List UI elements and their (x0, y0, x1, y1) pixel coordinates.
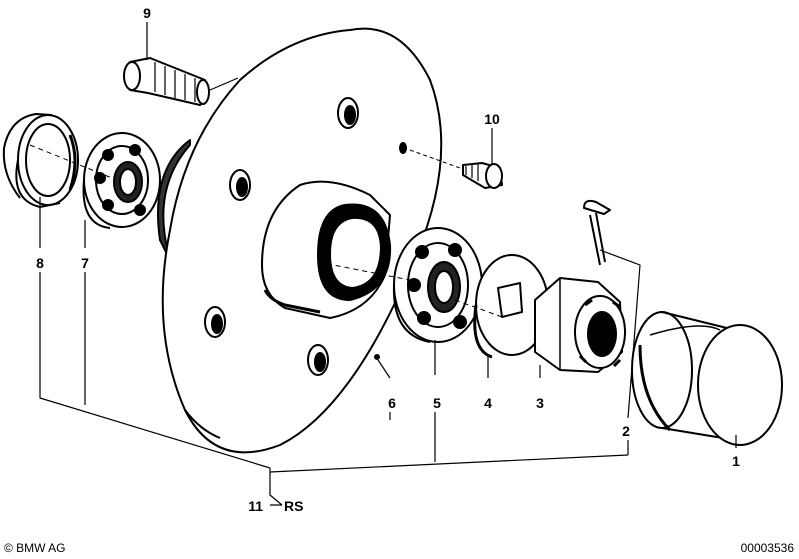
part-3-castle-nut (534, 277, 626, 373)
label-5: 5 (433, 395, 441, 411)
part-10-screw (409, 149, 503, 189)
label-11: 11 (248, 498, 263, 514)
label-rs: RS (284, 498, 303, 514)
leader-lines (39, 22, 737, 506)
diagram-code: 00003536 (741, 541, 795, 555)
part-8-outer-race (2, 113, 79, 208)
part-6-wheel-hub (157, 27, 443, 454)
part-9-wheel-stud (123, 57, 239, 106)
part-7-roller-bearing (82, 132, 161, 229)
label-1: 1 (732, 453, 740, 469)
copyright-text: © BMW AG (4, 541, 66, 555)
label-9: 9 (143, 5, 151, 21)
part-1-grease-cap (631, 311, 783, 446)
label-7: 7 (81, 255, 89, 271)
label-4: 4 (484, 395, 492, 411)
label-10: 10 (484, 111, 500, 127)
label-3: 3 (536, 395, 544, 411)
label-2: 2 (622, 423, 630, 439)
label-6: 6 (388, 395, 396, 411)
part-2-cotter-pin (583, 199, 611, 266)
part-5-roller-bearing (392, 227, 483, 343)
label-8: 8 (36, 255, 44, 271)
